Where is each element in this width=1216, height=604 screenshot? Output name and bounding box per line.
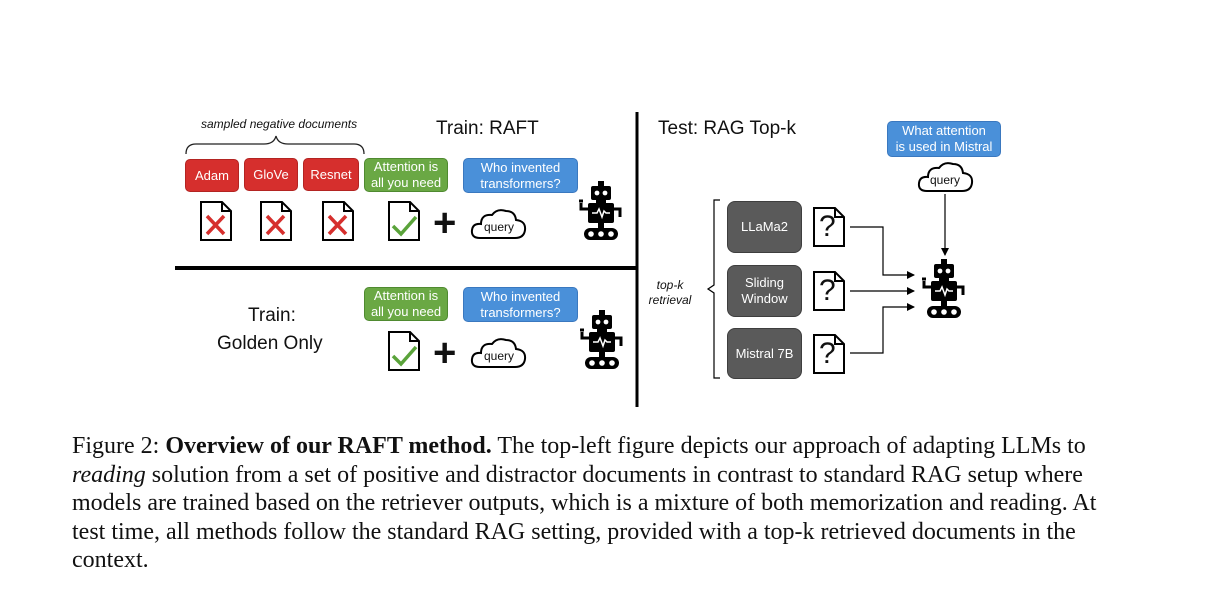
document-cross-icon [260,201,292,241]
document-check-icon [388,201,420,241]
retrieval-label-line2: retrieval [648,293,692,307]
question-mark: ? [819,274,836,307]
negative-doc-chip-glove: GloVe [244,158,298,191]
retrieval-label-line1: top-k [656,278,684,292]
train-golden-title-line2: Golden Only [217,333,323,354]
document-cross-icon [322,201,354,241]
question-line2: transformers? [480,304,561,320]
train-raft-title: Train: RAFT [436,118,539,139]
caption-bold-title: Overview of our RAFT method. [165,433,492,459]
plus-icon: + [433,201,457,245]
caption-italic-word: reading [72,461,146,488]
test-question-line2: is used in Mistral [895,139,993,154]
query-cloud-icon [917,162,974,192]
negative-doc-label: Adam [195,167,229,183]
golden-doc-line1: Attention is [373,159,439,174]
negative-doc-chip-adam: Adam [185,159,239,192]
retrieved-doc-mistral-7b: Mistral 7B [727,328,802,379]
document-question-icon [813,334,845,374]
query-cloud-icon [470,209,527,239]
robot-icon [580,310,623,369]
golden-doc-line1: Attention is [373,288,439,303]
golden-doc-line2: all you need [370,175,442,190]
retrieved-doc-label: Mistral 7B [735,345,794,361]
question-line1: Who invented [480,159,561,175]
negative-doc-label: GloVe [253,166,289,182]
test-question-line1: What attention [902,123,986,138]
document-question-icon [813,207,845,247]
query-cloud-icon [470,338,527,368]
train-golden-title-line1: Train: [248,305,296,326]
question-line1: Who invented [480,288,561,304]
retrieved-doc-label: Sliding [744,275,785,290]
robot-icon [579,181,622,240]
caption-text-part2: solution from a set of positive and dist… [72,461,1097,574]
document-question-icon [813,271,845,311]
sampled-negative-label: sampled negative documents [201,117,358,131]
robot-icon [922,259,965,318]
question-line2: transformers? [480,175,561,191]
question-mark: ? [819,337,836,370]
caption-prefix: Figure 2: [72,433,166,459]
document-check-icon [388,331,420,371]
retrieval-bracket [706,199,720,379]
query-label: query [930,173,961,187]
query-label: query [484,220,515,234]
negative-doc-label: Resnet [310,166,352,182]
plus-icon: + [433,331,457,375]
negative-doc-chip-resnet: Resnet [303,158,359,191]
document-cross-icon [200,201,232,241]
retrieved-doc-label: LLaMa2 [741,219,788,234]
retrieved-doc-label-line2: Window [741,291,788,306]
retrieval-label: top-k retrieval [644,278,696,308]
question-mark: ? [819,210,836,243]
caption-text-part1: The top-left figure depicts our approach… [491,433,1086,459]
figure-caption: Figure 2: Overview of our RAFT method. T… [72,432,1132,575]
golden-doc-line2: all you need [370,304,442,319]
negative-docs-brace [185,135,365,155]
retrieved-doc-llama2: LLaMa2 [727,201,802,253]
test-title: Test: RAG Top-k [658,118,796,139]
query-label: query [484,349,515,363]
